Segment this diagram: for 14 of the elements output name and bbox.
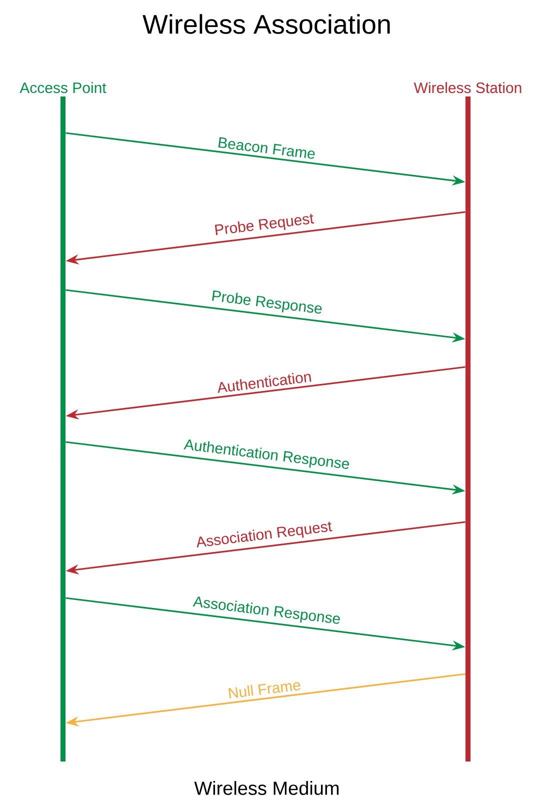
- edge-label: Probe Request: [214, 214, 314, 236]
- edge-label: Authentication: [218, 372, 312, 393]
- caption: Wireless Medium: [194, 781, 339, 795]
- title: Wireless Association: [142, 14, 390, 34]
- edge-label: Association Request: [196, 522, 332, 548]
- edge-label: Null Frame: [228, 682, 300, 698]
- lifeline: Access Point: [20, 82, 106, 762]
- node-label: Wireless Station: [414, 82, 522, 94]
- edge-label: Probe Response: [212, 290, 322, 314]
- lifeline: Wireless Station: [414, 82, 522, 762]
- node-label: Access Point: [20, 82, 106, 94]
- edge-label: Authentication Response: [184, 440, 349, 469]
- edge-label: Beacon Frame: [218, 137, 315, 159]
- edge-label: Association Response: [192, 596, 340, 624]
